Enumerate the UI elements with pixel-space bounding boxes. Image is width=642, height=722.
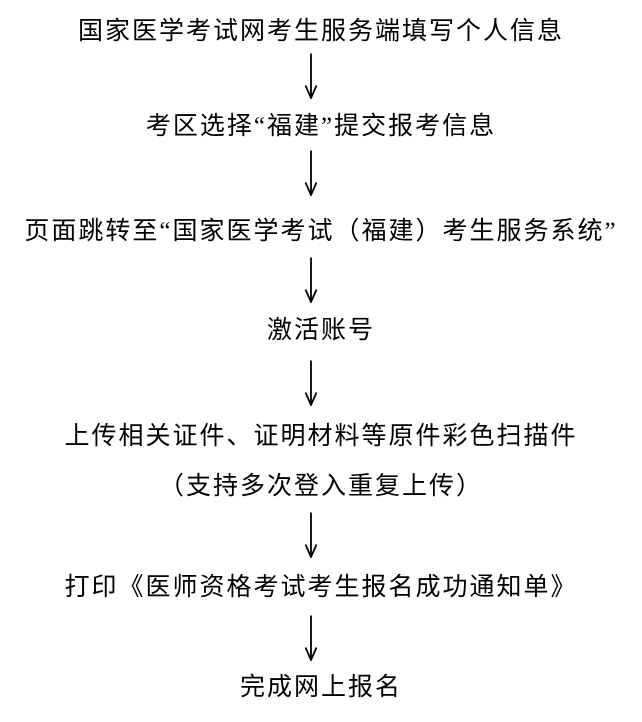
down-arrow-icon bbox=[304, 53, 318, 99]
down-arrow-icon bbox=[304, 257, 318, 303]
flow-step-fill-personal-info: 国家医学考试网考生服务端填写个人信息 bbox=[77, 18, 564, 45]
flow-step-activate-account: 激活账号 bbox=[266, 317, 375, 344]
down-arrow-icon bbox=[304, 512, 318, 558]
flow-step-print-notice: 打印《医师资格考试考生报名成功通知单》 bbox=[64, 574, 578, 601]
flow-step-complete-registration: 完成网上报名 bbox=[239, 674, 402, 701]
down-arrow-icon bbox=[304, 615, 318, 661]
flow-step-select-exam-region: 考区选择“福建”提交报考信息 bbox=[145, 113, 497, 140]
flow-step-page-redirect: 页面跳转至“国家医学考试（福建）考生服务系统” bbox=[24, 218, 618, 245]
registration-flowchart: 国家医学考试网考生服务端填写个人信息 考区选择“福建”提交报考信息 页面跳转至“… bbox=[24, 18, 618, 701]
down-arrow-icon bbox=[304, 150, 318, 196]
flow-step-upload-documents-note: （支持多次登入重复上传） bbox=[158, 473, 483, 500]
down-arrow-icon bbox=[304, 360, 318, 406]
flow-step-upload-documents: 上传相关证件、证明材料等原件彩色扫描件 bbox=[64, 423, 578, 450]
